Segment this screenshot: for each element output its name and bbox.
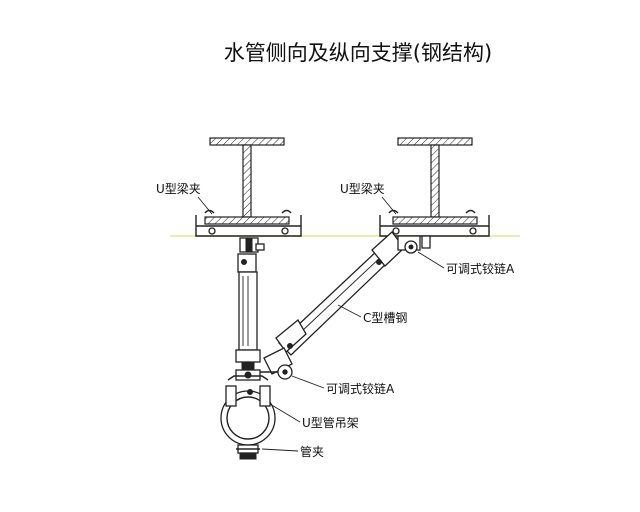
label-u-beam-clamp-right: U型梁夹	[340, 181, 385, 196]
steel-beam-left	[195, 137, 302, 237]
diagonal-c-channel-brace	[275, 231, 405, 356]
leader-u-pipe-hanger	[269, 403, 301, 423]
label-u-pipe-hanger: U型管吊架	[302, 415, 359, 430]
label-pipe-clamp: 管夹	[300, 444, 324, 459]
label-u-beam-clamp-left: U型梁夹	[156, 181, 201, 196]
leader-u-beam-clamp-right	[381, 196, 397, 215]
vertical-hanger-assembly	[235, 237, 265, 381]
diagram-title: 水管侧向及纵向支撑(钢结构)	[224, 41, 492, 65]
label-adjustable-hinge-bottom: 可调式铰链A	[326, 381, 395, 396]
leader-c-channel	[337, 304, 362, 318]
steel-beam-right	[379, 137, 490, 237]
label-c-channel: C型槽钢	[363, 311, 407, 325]
adjustable-hinge-bottom	[260, 347, 293, 380]
leader-pipe-clamp	[261, 448, 299, 452]
leader-adjustable-hinge-top	[417, 251, 445, 269]
pipe-and-clamp	[220, 375, 276, 460]
leader-u-beam-clamp-left	[197, 196, 213, 215]
label-adjustable-hinge-top: 可调式铰链A	[446, 261, 515, 276]
adjustable-hinge-top	[397, 235, 431, 254]
leader-adjustable-hinge-bottom	[291, 375, 325, 389]
